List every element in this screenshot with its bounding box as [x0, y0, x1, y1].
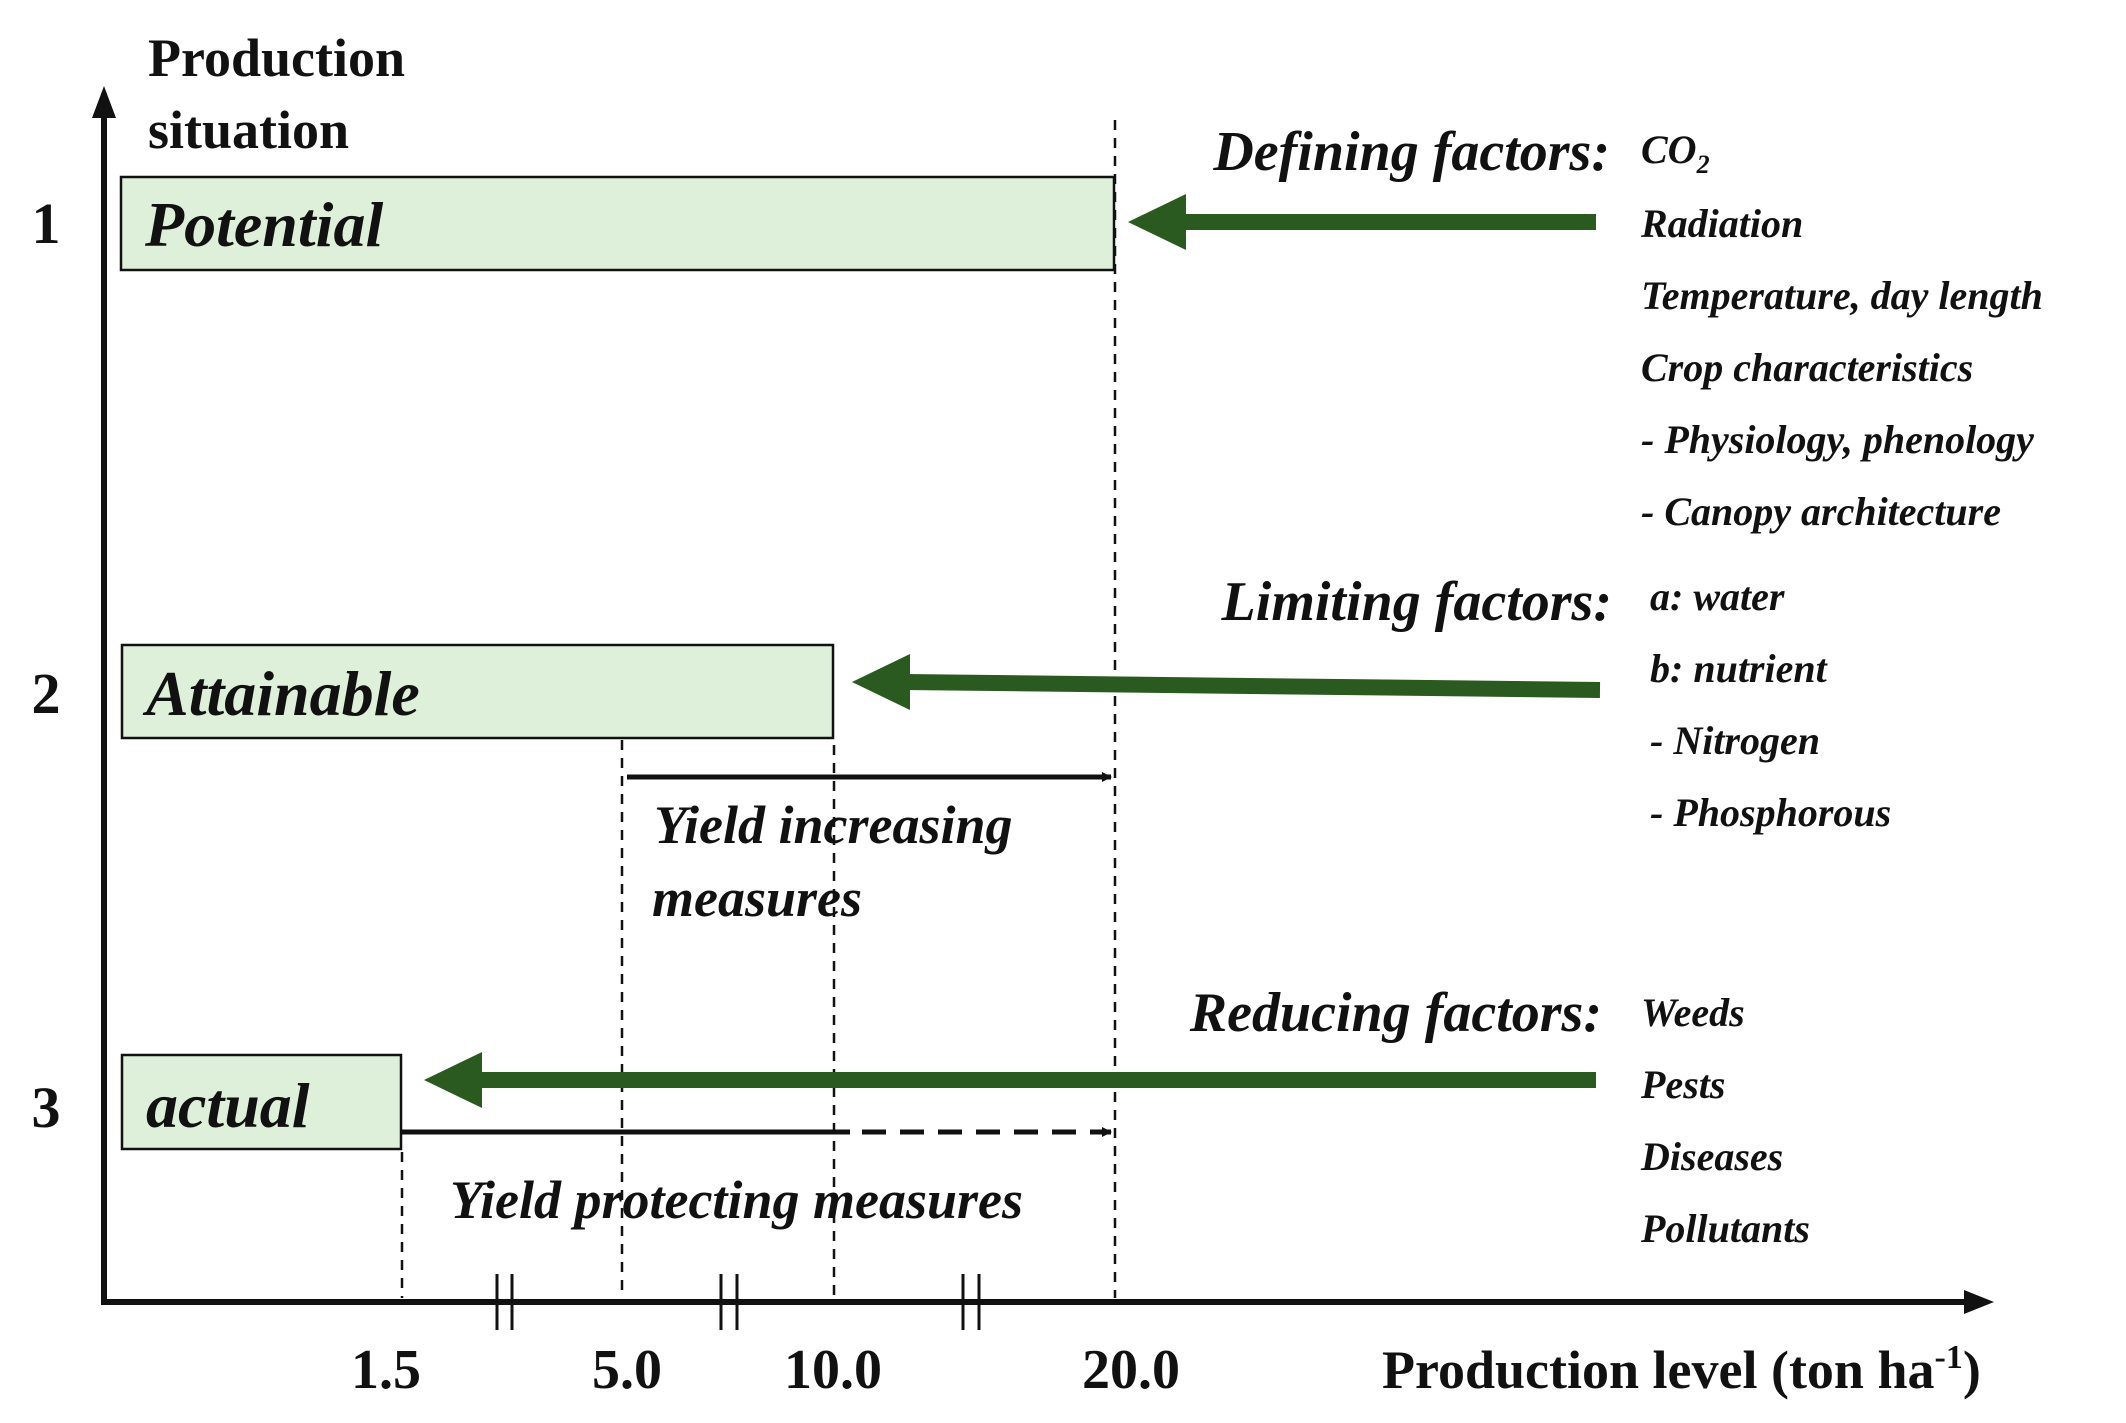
defining-factor-temperature: Temperature, day length — [1641, 273, 2043, 318]
defining-factor-canopy: - Canopy architecture — [1641, 489, 2001, 534]
y-axis-title-line1: Production — [148, 28, 405, 88]
limiting-factor-nutrient: b: nutrient — [1650, 646, 1829, 691]
reducing-factors-heading: Reducing factors: — [1189, 982, 1602, 1044]
attainable-box — [120, 643, 835, 740]
reducing-factor-pollutants: Pollutants — [1640, 1206, 1810, 1251]
limiting-factors-heading: Limiting factors: — [1221, 571, 1612, 633]
limiting-factor-nitrogen: - Nitrogen — [1650, 718, 1820, 763]
defining-factors-heading: Defining factors: — [1212, 121, 1610, 183]
defining-factor-co2: CO2 — [1641, 127, 1710, 179]
y-axis — [92, 86, 116, 1302]
defining-factors-arrow — [1128, 194, 1596, 250]
y-axis-arrowhead — [92, 86, 116, 118]
potential-label: Potential — [144, 189, 383, 260]
potential-box — [119, 175, 1116, 272]
x-axis-arrowhead — [1964, 1290, 1994, 1314]
situation-number-1: 1 — [32, 191, 61, 256]
reducing-factor-pests: Pests — [1640, 1062, 1725, 1107]
limiting-factor-phosphorous: - Phosphorous — [1650, 790, 1891, 835]
reducing-factor-weeds: Weeds — [1641, 990, 1745, 1035]
yield-protecting-label: Yield protecting measures — [450, 1170, 1023, 1230]
yield-increasing-label-line2: measures — [652, 868, 862, 928]
x-tick-5-0: 5.0 — [592, 1339, 662, 1401]
axis-break-3 — [961, 1274, 981, 1330]
x-tick-10-0: 10.0 — [784, 1339, 882, 1401]
defining-factor-crop: Crop characteristics — [1641, 345, 1973, 390]
situation-number-3: 3 — [32, 1075, 61, 1140]
defining-factor-radiation: Radiation — [1640, 201, 1803, 246]
yield-increasing-label-line1: Yield increasing — [654, 795, 1013, 855]
limiting-factors-arrow — [852, 654, 1601, 710]
x-tick-1-5: 1.5 — [351, 1339, 421, 1401]
actual-label: actual — [146, 1070, 310, 1141]
defining-factor-physiology: - Physiology, phenology — [1641, 417, 2034, 462]
reducing-factor-diseases: Diseases — [1640, 1134, 1783, 1179]
attainable-label: Attainable — [142, 658, 420, 729]
x-axis — [101, 1290, 1994, 1314]
x-tick-20-0: 20.0 — [1082, 1339, 1180, 1401]
limiting-factor-water: a: water — [1650, 574, 1785, 619]
situation-number-2: 2 — [32, 661, 61, 726]
y-axis-title-line2: situation — [148, 100, 349, 160]
actual-box — [120, 1053, 403, 1151]
x-axis-title: Production level (ton ha-1) — [1382, 1339, 1981, 1400]
axis-break-2 — [719, 1274, 739, 1330]
axis-break-1 — [495, 1274, 514, 1330]
reducing-factors-arrow — [424, 1052, 1596, 1108]
